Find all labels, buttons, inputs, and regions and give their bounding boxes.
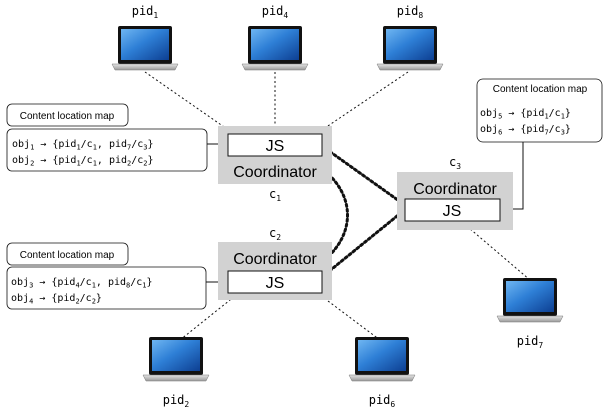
label-c1: c1 [269,187,281,203]
laptop-screen-icon [121,29,169,60]
map-title: Content location map [493,84,588,95]
label-pid7: pid7 [517,334,544,350]
laptop-screen-icon [251,29,299,60]
laptop-pid6 [348,337,416,382]
map-entry-row: obj4 → {pid2/c2} [11,293,102,306]
laptop-pid7 [496,278,564,323]
label-pid8: pid8 [397,4,424,20]
content-location-map-1: Content location map obj1 → {pid1/c1, pi… [6,103,208,172]
js-box [227,270,323,294]
js-box [227,133,323,157]
label-pid6: pid6 [369,393,396,409]
label-pid2: pid2 [163,393,190,409]
link-c1-c3 [320,144,404,205]
laptop-screen-icon [506,281,554,312]
map-entry-row: obj6 → {pid7/c3} [480,124,571,137]
laptop-screen-icon [358,340,406,371]
label-pid4: pid4 [262,4,289,20]
coordinator-c2: Coordinator JS [218,242,332,300]
label-c2: c2 [269,226,281,242]
link-pid7-c3 [461,221,531,281]
laptop-pid2 [142,337,210,382]
js-box [404,198,501,222]
js-label: JS [266,138,285,155]
coordinator-c1: JS Coordinator [218,126,332,184]
laptop-pid1 [111,26,179,71]
label-pid1: pid1 [132,4,159,20]
map-entry-row: obj3 → {pid4/c1, pid8/c1} [11,277,153,290]
content-location-map-2: Content location map obj3 → {pid4/c1, pi… [6,242,207,310]
map-title: Content location map [20,111,115,122]
coordinator-c3: Coordinator JS [397,172,513,230]
laptop-pid8 [376,26,444,71]
laptop-pid4 [241,26,309,71]
map-entry-row: obj5 → {pid1/c1} [480,108,571,121]
content-location-map-3: Content location map obj5 → {pid1/c1} ob… [476,78,603,143]
label-c3: c3 [449,155,461,171]
laptop-screen-icon [152,340,200,371]
coordinator-title: Coordinator [413,181,497,198]
laptop-screen-icon [386,29,434,60]
js-label: JS [443,203,462,220]
coordinator-title: Coordinator [233,251,317,268]
js-label: JS [266,275,285,292]
map-title: Content location map [20,250,115,261]
link-c2-c3 [320,210,404,279]
coordinator-title: Coordinator [233,164,317,181]
map-entry-row: obj2 → {pid1/c1, pid2/c2} [12,155,154,168]
link-pid8-c1 [309,71,409,139]
map-entry-row: obj1 → {pid1/c1, pid7/c3} [12,139,154,152]
